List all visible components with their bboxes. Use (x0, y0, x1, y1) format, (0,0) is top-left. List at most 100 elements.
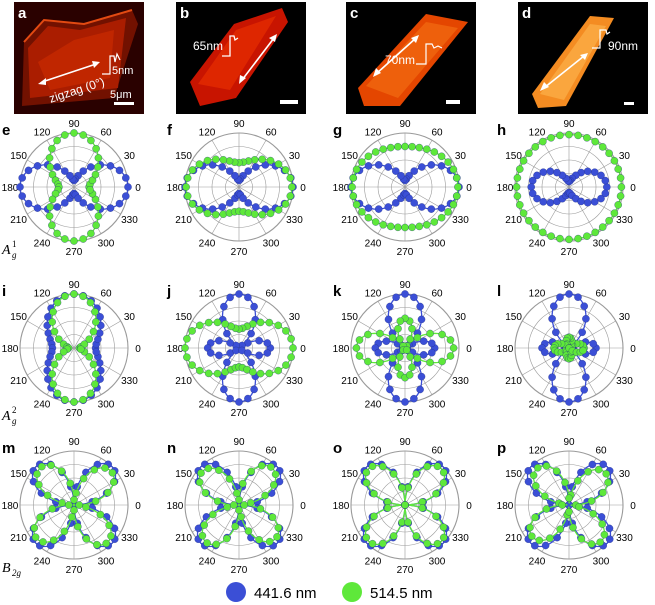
angle-tick-label: 270 (231, 247, 248, 258)
angle-tick-label: 330 (616, 215, 633, 226)
data-point (77, 345, 85, 353)
data-point (428, 348, 436, 357)
angle-tick-label: 60 (265, 289, 277, 300)
data-point (288, 183, 296, 191)
data-point (204, 369, 213, 378)
data-point (610, 209, 619, 217)
tile-a-scale-label: 5μm (110, 89, 132, 101)
data-point (92, 370, 100, 378)
data-point (45, 154, 54, 162)
data-point (247, 358, 255, 367)
angle-tick-label: 300 (429, 556, 446, 567)
data-point (74, 194, 82, 203)
data-point (79, 131, 87, 139)
angle-tick-label: 30 (289, 312, 301, 323)
data-point (437, 213, 446, 222)
data-point (213, 497, 222, 505)
data-point (614, 165, 622, 173)
data-point (225, 475, 234, 483)
panel-letter-c: c (350, 5, 358, 22)
angle-tick-label: 90 (68, 437, 80, 448)
angle-tick-label: 150 (10, 151, 27, 162)
data-point (33, 162, 42, 170)
data-point (408, 142, 416, 151)
data-point (247, 467, 255, 476)
data-point (552, 359, 560, 368)
svg-text:g: g (12, 416, 17, 426)
data-point (244, 394, 252, 403)
angle-tick-label: 60 (431, 128, 443, 139)
data-point (44, 375, 52, 383)
data-point (552, 328, 560, 337)
data-point (524, 467, 533, 475)
data-point (239, 194, 247, 203)
data-point (401, 142, 409, 151)
data-point (519, 157, 528, 165)
angle-tick-label: 120 (529, 289, 546, 300)
data-point (268, 513, 277, 521)
angle-tick-label: 300 (263, 399, 280, 410)
angle-tick-label: 30 (289, 469, 301, 480)
angle-tick-label: 150 (505, 312, 522, 323)
data-point (82, 535, 91, 543)
data-point (249, 368, 257, 376)
data-point (605, 524, 614, 533)
data-point (444, 158, 452, 166)
data-point (107, 532, 115, 540)
data-point (274, 523, 283, 532)
data-point (546, 534, 554, 542)
data-point (53, 163, 61, 171)
data-point (231, 522, 239, 531)
data-point (106, 204, 115, 212)
data-point (201, 489, 210, 497)
data-point (70, 398, 78, 406)
angle-tick-label: 300 (429, 399, 446, 410)
angle-tick-label: 180 (497, 183, 514, 194)
data-point (404, 518, 412, 527)
data-point (196, 321, 204, 330)
data-point (79, 292, 87, 301)
data-point (602, 470, 610, 478)
data-point (95, 329, 104, 337)
data-point (452, 192, 461, 200)
data-point (410, 199, 418, 207)
data-point (446, 352, 455, 360)
data-point (43, 491, 52, 500)
data-point (53, 136, 61, 145)
data-point (263, 349, 272, 357)
angle-tick-label: 60 (595, 446, 607, 457)
data-point (79, 395, 87, 404)
angle-tick-label: 300 (98, 238, 115, 249)
data-point (389, 470, 398, 478)
data-point (438, 357, 446, 366)
data-point (188, 361, 196, 369)
data-point (376, 358, 384, 367)
angle-tick-label: 0 (135, 344, 141, 355)
angle-tick-label: 150 (341, 469, 358, 480)
data-point (87, 229, 95, 238)
data-point (580, 302, 588, 310)
data-point (215, 336, 223, 345)
data-point (92, 348, 100, 356)
angle-tick-label: 0 (135, 501, 141, 512)
angle-tick-label: 90 (399, 119, 411, 130)
data-point (250, 385, 258, 394)
angle-tick-label: 60 (265, 446, 277, 457)
data-point (601, 189, 610, 198)
angle-tick-label: 0 (466, 501, 472, 512)
data-point (108, 469, 117, 477)
data-point (398, 483, 406, 492)
data-point (196, 366, 204, 375)
legend-label-514: 514.5 nm (370, 585, 433, 602)
angle-tick-label: 0 (630, 183, 636, 194)
data-point (86, 389, 95, 398)
data-point (605, 216, 613, 225)
angle-tick-label: 120 (34, 446, 51, 457)
angle-tick-label: 60 (100, 446, 112, 457)
data-point (389, 532, 398, 540)
data-point (226, 339, 235, 347)
angle-tick-label: 270 (561, 565, 578, 576)
data-point (240, 501, 248, 509)
